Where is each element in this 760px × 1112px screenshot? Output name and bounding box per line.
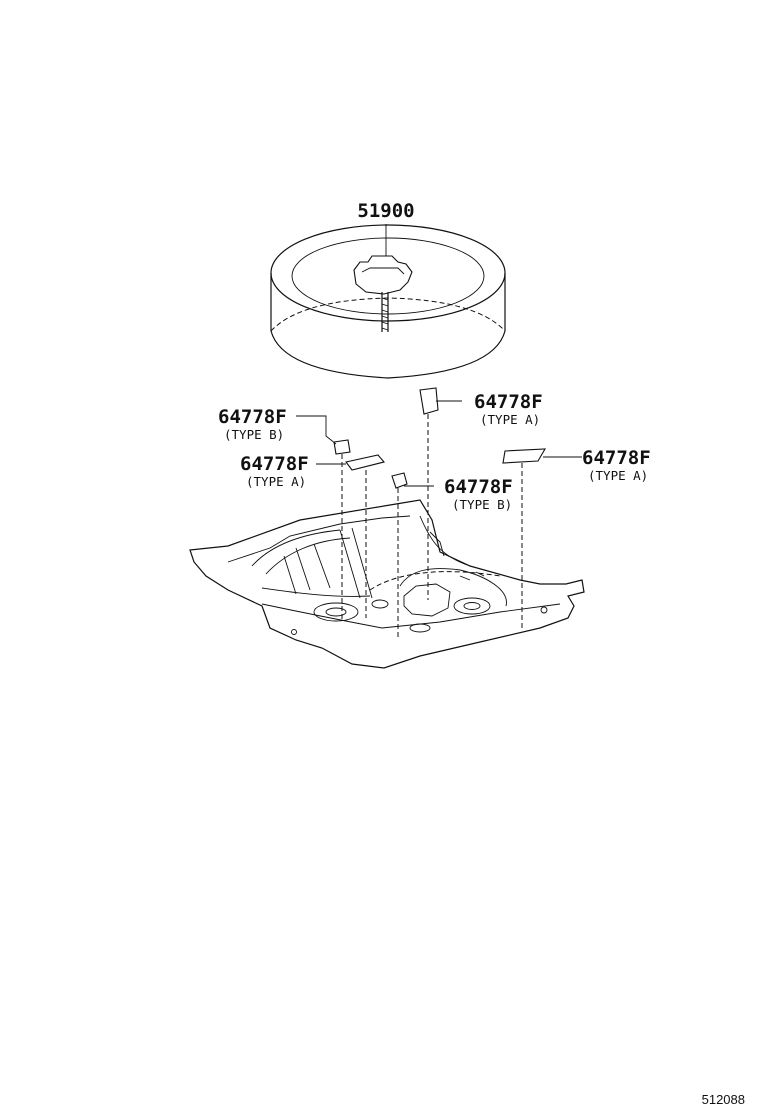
pad-center-type: (TYPE B) [452, 497, 512, 512]
pad-top-center-type: (TYPE A) [480, 412, 540, 427]
spare-tire-part-number: 51900 [357, 200, 414, 222]
pad-left-upper-part-number: 64778F [218, 406, 287, 428]
cushion-pads [296, 387, 582, 640]
pad-right-part-number: 64778F [582, 447, 651, 469]
pad-top-center-part-number: 64778F [474, 391, 543, 413]
diagram-code: 512088 [702, 1092, 745, 1107]
pad-left-upper-type: (TYPE B) [224, 427, 284, 442]
spare-tire-illustration [270, 224, 506, 379]
floor-pan-illustration [189, 499, 585, 669]
pad-left-lower-type: (TYPE A) [246, 474, 306, 489]
pad-right-type: (TYPE A) [588, 468, 648, 483]
pad-left-lower-part-number: 64778F [240, 453, 309, 475]
pad-center-part-number: 64778F [444, 476, 513, 498]
